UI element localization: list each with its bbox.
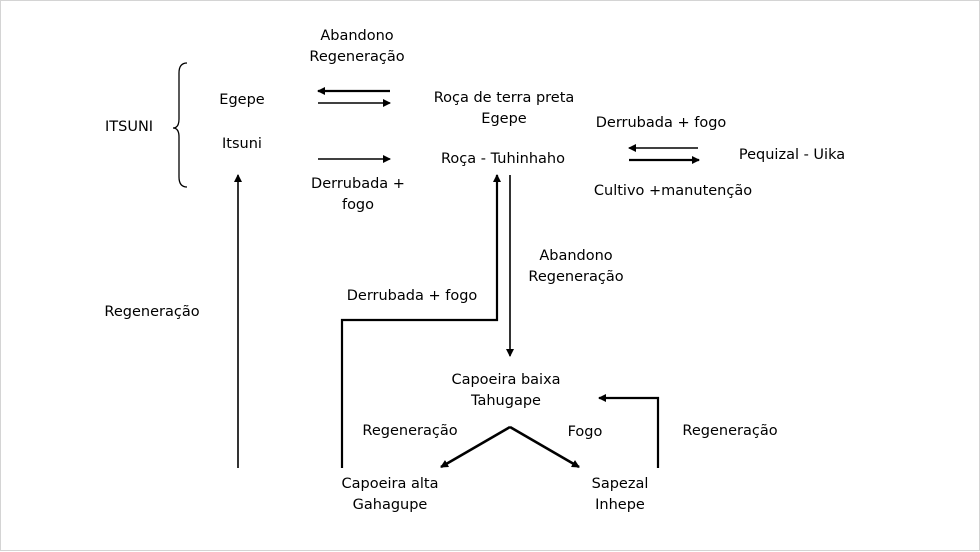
node-roca-tuhinhaho: Roça - Tuhinhaho bbox=[441, 151, 565, 167]
edge-label-cultivo-manutencao: Cultivo +manutenção bbox=[593, 183, 753, 199]
arrow-capoeira-baixa-to-sapezal bbox=[509, 425, 580, 469]
node-sapezal: Sapezal Inhepe bbox=[591, 476, 649, 513]
arrow-capoeira-baixa-to-alta bbox=[440, 425, 511, 469]
edge-label-regeneracao-capoeira: Regeneração bbox=[362, 423, 458, 439]
node-egepe: Egepe bbox=[219, 92, 265, 108]
arrow-sapezal-to-capoeira-baixa bbox=[598, 394, 660, 468]
edge-label-derrubada-fogo-right: Derrubada + fogo bbox=[595, 115, 727, 131]
edge-label-regeneracao-sapezal: Regeneração bbox=[682, 423, 778, 439]
edge-label-derrubada-fogo-mid: Derrubada + fogo bbox=[346, 288, 478, 304]
itsuni-brace bbox=[172, 62, 188, 188]
node-pequizal: Pequizal - Uika bbox=[738, 147, 846, 163]
edge-label-fogo: Fogo bbox=[567, 424, 603, 440]
node-capoeira-baixa: Capoeira baixa Tahugape bbox=[451, 372, 561, 409]
arrow-capoeira-alta-to-roca bbox=[340, 174, 501, 468]
edge-label-derrubada-fogo-left: Derrubada + fogo bbox=[311, 176, 405, 213]
edge-label-abandono-regeneracao-top: Abandono Regeneração bbox=[309, 28, 405, 65]
edge-label-abandono-regeneracao-mid: Abandono Regeneração bbox=[528, 248, 624, 285]
node-itsuni: Itsuni bbox=[222, 136, 262, 152]
edge-label-regeneracao-left: Regeneração bbox=[104, 304, 200, 320]
node-roca-terra-preta: Roça de terra preta Egepe bbox=[433, 90, 575, 127]
node-capoeira-alta: Capoeira alta Gahagupe bbox=[341, 476, 439, 513]
node-itsuni-group: ITSUNI bbox=[105, 119, 154, 135]
